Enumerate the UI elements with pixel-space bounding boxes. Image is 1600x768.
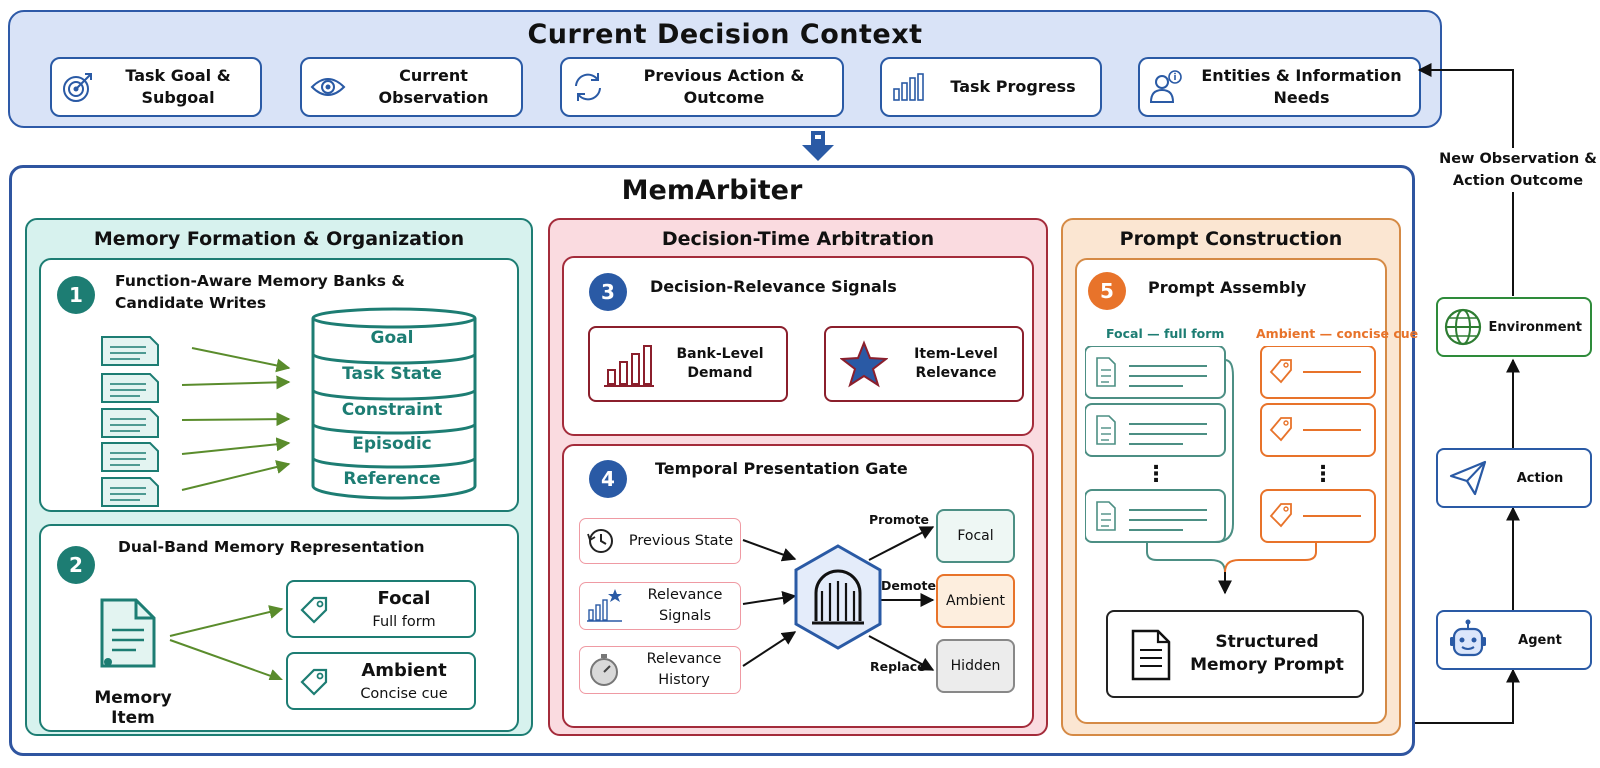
- step-badge-4: 4: [589, 460, 627, 498]
- action-replace: Replace: [870, 659, 926, 674]
- presentation-gate-title: Temporal Presentation Gate: [655, 459, 908, 478]
- memarbiter-title: MemArbiter: [621, 174, 803, 206]
- output-hidden: Hidden: [936, 639, 1015, 693]
- focal-lane-label: Focal — full form: [1106, 326, 1225, 341]
- memory-item-doc: [100, 598, 284, 680]
- formation-title: Memory Formation & Organization: [93, 228, 465, 250]
- prompt-title: Prompt Construction: [1119, 228, 1343, 250]
- target-icon: [52, 59, 104, 115]
- feedback-label: New Observation & Action Outcome: [1438, 148, 1598, 192]
- item-level-relevance-box: Item-Level Relevance: [824, 326, 1024, 402]
- context-down-arrow: [802, 131, 834, 161]
- relevance-signals-title: Decision-Relevance Signals: [650, 277, 897, 296]
- gate-input-label: Previous State: [628, 533, 734, 549]
- action-box: Action: [1436, 448, 1592, 508]
- step-badge-5: 5: [1088, 272, 1126, 310]
- gate-hexagon-icon: [794, 544, 882, 650]
- chip-label: Task Progress: [950, 77, 1076, 96]
- focal-ellipsis: ⋮: [1145, 462, 1167, 487]
- structured-prompt-label: Structured Memory Prompt: [1190, 632, 1344, 675]
- chip-current-observation: Current Observation: [300, 57, 523, 117]
- agent-label: Agent: [1518, 632, 1562, 648]
- memory-bank-cylinder: [311, 307, 477, 500]
- action-promote: Promote: [869, 512, 929, 527]
- step-badge-2: 2: [57, 546, 95, 584]
- decision-context-title: Current Decision Context: [527, 18, 923, 50]
- ambient-band-box: Ambient Concise cue: [286, 652, 476, 710]
- chip-previous-action: Previous Action & Outcome: [560, 57, 844, 117]
- chip-label: Entities & Information Needs: [1201, 66, 1402, 107]
- focal-band-box: Focal Full form: [286, 580, 476, 638]
- gate-input-label: Relevance History: [646, 651, 722, 688]
- bar-chart-icon: [604, 345, 654, 387]
- gate-input-previous-state: Previous State: [579, 518, 741, 564]
- gate-flow-arrows: [742, 526, 935, 671]
- prompt-assembly-title: Prompt Assembly: [1148, 278, 1307, 297]
- bank-level-demand-label: Bank-Level Demand: [676, 346, 764, 381]
- history-clock-icon: [587, 529, 613, 553]
- memory-item-label: Memory Item: [94, 688, 172, 728]
- memory-banks-title: Function-Aware Memory Banks & Candidate …: [115, 272, 405, 312]
- item-level-relevance-label: Item-Level Relevance: [914, 346, 998, 381]
- cycle-arrows-icon: [562, 59, 614, 115]
- environment-box: Environment: [1436, 297, 1592, 357]
- eye-icon: [302, 59, 354, 115]
- chip-label: Task Goal & Subgoal: [125, 66, 231, 107]
- bank-task-state: Task State: [342, 364, 442, 384]
- bank-episodic: Episodic: [352, 434, 432, 454]
- ambient-ellipsis: ⋮: [1312, 462, 1334, 487]
- gate-input-label: Relevance Signals: [647, 587, 723, 624]
- prompt-assembly-graphic: [1085, 346, 1376, 595]
- candidate-writes-group: [101, 336, 291, 507]
- bank-reference: Reference: [343, 469, 441, 489]
- step-badge-1: 1: [57, 276, 95, 314]
- output-focal: Focal: [936, 509, 1015, 563]
- agent-box: Agent: [1436, 610, 1592, 670]
- ambient-lane-label: Ambient — concise cue: [1256, 326, 1419, 341]
- tag-icon: [300, 668, 328, 696]
- ambient-title: Ambient: [361, 660, 447, 681]
- globe-icon: [1438, 307, 1489, 347]
- focal-subtitle: Full form: [372, 614, 436, 630]
- bank-level-demand-box: Bank-Level Demand: [588, 326, 788, 402]
- chip-label: Current Observation: [378, 66, 489, 107]
- dual-band-title: Dual-Band Memory Representation: [118, 538, 425, 556]
- chip-entities: Entities & Information Needs: [1138, 57, 1421, 117]
- gate-input-relevance-signals: Relevance Signals: [579, 582, 741, 630]
- document-icon: [1131, 629, 1171, 681]
- environment-label: Environment: [1488, 319, 1583, 335]
- gate-input-relevance-history: Relevance History: [579, 646, 741, 694]
- paper-plane-icon: [1438, 458, 1498, 498]
- focal-title: Focal: [377, 588, 431, 609]
- action-label: Action: [1516, 470, 1564, 486]
- bar-chart-icon: [882, 59, 934, 115]
- action-demote: Demote: [881, 578, 936, 593]
- structured-prompt-box: Structured Memory Prompt: [1106, 610, 1364, 698]
- arbitration-title: Decision-Time Arbitration: [661, 228, 935, 250]
- person-info-icon: [1140, 59, 1192, 115]
- tag-icon: [300, 596, 328, 624]
- chip-task-progress: Task Progress: [880, 57, 1102, 117]
- chip-task-goal: Task Goal & Subgoal: [50, 57, 262, 117]
- star-icon: [840, 340, 888, 388]
- chart-star-icon: [587, 589, 622, 622]
- bank-goal: Goal: [370, 328, 414, 348]
- ambient-subtitle: Concise cue: [360, 686, 448, 702]
- robot-icon: [1438, 619, 1498, 661]
- chip-label: Previous Action & Outcome: [643, 66, 805, 107]
- stopwatch-icon: [590, 654, 618, 686]
- output-ambient: Ambient: [936, 574, 1015, 628]
- feedback-loop-arrows: [1415, 63, 1520, 724]
- bank-constraint: Constraint: [341, 400, 443, 420]
- step-badge-3: 3: [589, 273, 627, 311]
